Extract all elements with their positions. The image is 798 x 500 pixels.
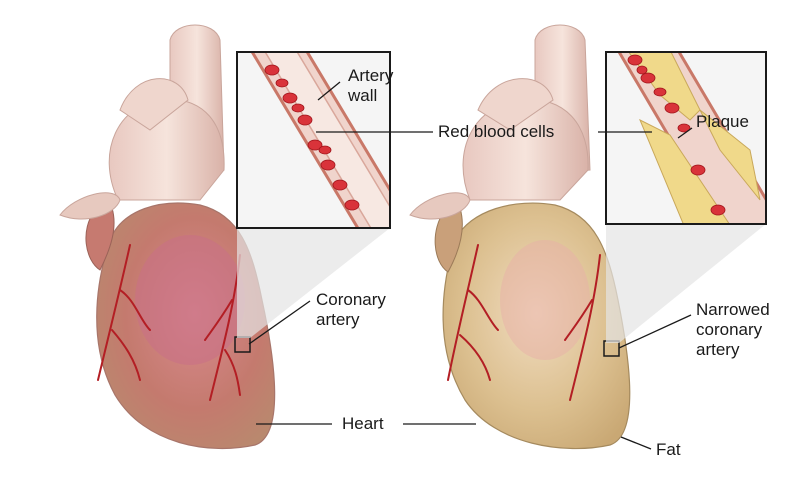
label-red-blood-cells: Red blood cells bbox=[438, 122, 554, 142]
label-narrowed-coronary-artery: Narrowed coronary artery bbox=[696, 300, 770, 360]
label-artery-wall: Artery wall bbox=[348, 66, 393, 106]
narrowed-artery-inset bbox=[606, 40, 790, 240]
label-plaque: Plaque bbox=[696, 112, 749, 132]
label-coronary-artery: Coronary artery bbox=[316, 290, 386, 330]
label-heart: Heart bbox=[342, 414, 384, 434]
label-fat: Fat bbox=[656, 440, 681, 460]
fatty-heart bbox=[410, 25, 630, 449]
